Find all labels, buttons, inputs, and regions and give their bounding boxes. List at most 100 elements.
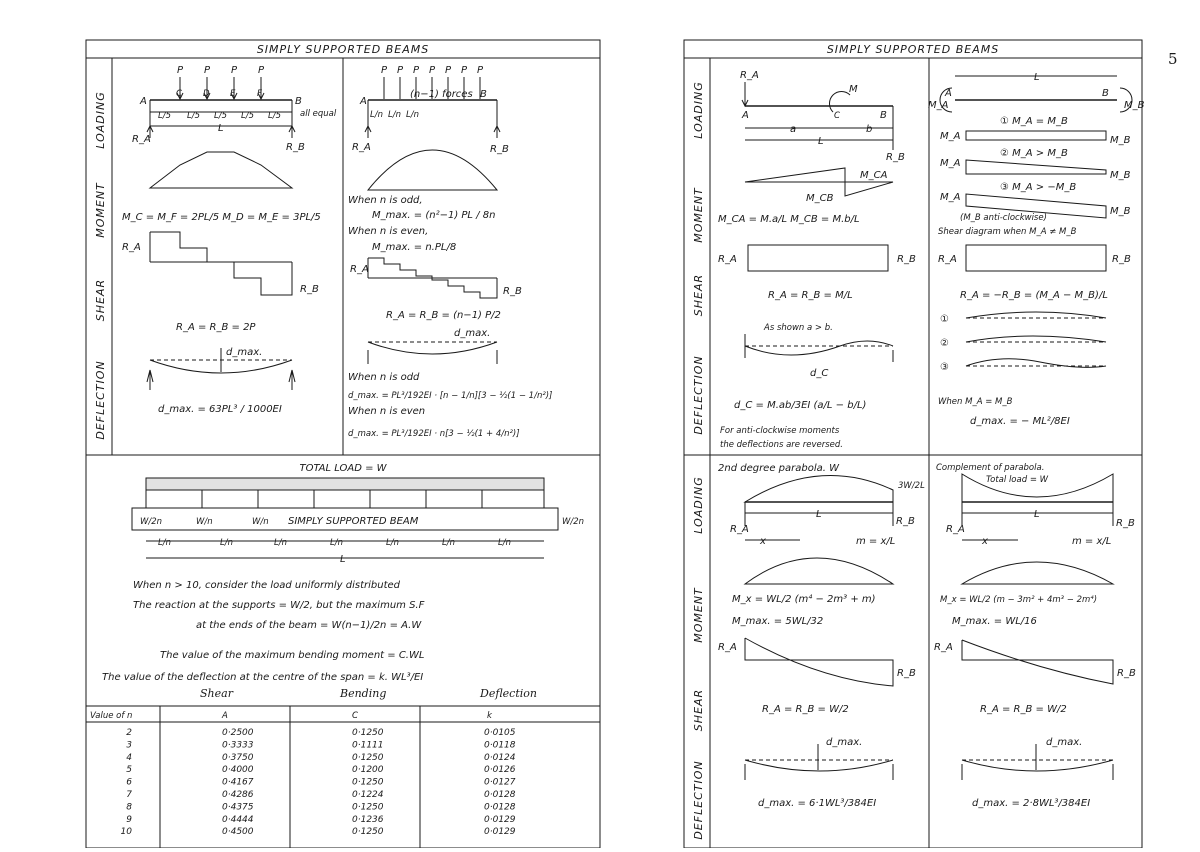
q4-shear-diagram — [961, 639, 1114, 685]
load-label-p3: P — [231, 65, 238, 76]
shear-ra-a: R_A — [122, 242, 141, 253]
load-b-1: P — [381, 65, 388, 76]
deflection-curve-a — [149, 359, 293, 374]
load-b-6: P — [461, 65, 468, 76]
load-b-2: P — [397, 65, 404, 76]
q1-as-shown: As shown a > b. — [763, 323, 833, 333]
reaction-ra-b: R_A — [352, 142, 371, 153]
table-cell: 0·1236 — [352, 815, 384, 825]
odd-label: When n is odd, — [348, 195, 423, 206]
shear-diagram-a — [150, 231, 293, 296]
q1-reactions: R_A = R_B = M/L — [768, 290, 853, 301]
spacing-1: L/5 — [158, 111, 171, 121]
left-row-label-loading: LOADING — [94, 91, 107, 148]
left-row-label-deflection: DEFLECTION — [94, 360, 107, 439]
load-b-7: P — [477, 65, 484, 76]
moment-diagram-b — [366, 149, 499, 191]
moment-eq-a: M_C = M_F = 2PL/5 M_D = M_E = 3PL/5 — [122, 212, 321, 223]
q1-note-2: the deflections are reversed. — [720, 440, 843, 450]
spacing-u-3: L/n — [274, 538, 287, 548]
q3-ra: R_A — [730, 524, 749, 535]
q2-moment-case-3 — [965, 193, 1107, 219]
q2-mb-2: M_B — [1110, 170, 1131, 181]
dmax-label-a: d_max. — [226, 347, 262, 358]
q4-x: x — [981, 536, 988, 547]
table-cell: 0·4444 — [222, 815, 254, 825]
load-b-4: P — [429, 65, 436, 76]
q2-ma-1: M_A — [940, 131, 961, 142]
q1-span: L — [818, 136, 824, 147]
reactions-a: R_A = R_B = 2P — [176, 322, 256, 333]
q2-shear-ra: R_A — [938, 254, 957, 265]
table-cell: 0·1250 — [352, 778, 384, 788]
spacing-u-5: L/n — [386, 538, 399, 548]
q2-shear-note: Shear diagram when M_A ≠ M_B — [938, 227, 1077, 237]
point-e: E — [230, 89, 236, 99]
q2-ma-3: M_A — [940, 192, 961, 203]
q3-shear-ra: R_A — [718, 642, 737, 653]
uniform-load-section: TOTAL LOAD = W W/2n W/n W/n SIMPLY SUPPO… — [102, 463, 584, 683]
q4-shear-ra: R_A — [934, 642, 953, 653]
table-cell: 0·1250 — [352, 802, 384, 812]
q3-shear-diagram — [744, 637, 894, 687]
shear-rb-a: R_B — [300, 284, 319, 295]
q1-moment-eq: M_CA = M.a/L M_CB = M.b/L — [718, 214, 860, 225]
table-cell: 5 — [126, 765, 132, 775]
q2-shear-diagram — [965, 244, 1107, 272]
right-label-deflection-1: DEFLECTION — [692, 355, 705, 434]
q1-mca: M_CA — [860, 170, 888, 181]
right-label-loading-2: LOADING — [692, 476, 705, 533]
distributed-load-block — [145, 477, 545, 491]
defl-odd-eq: d_max. = PL³/192EI · [n − 1/n][3 − ½(1 −… — [348, 391, 552, 401]
q4-label-1: Complement of parabola. — [936, 463, 1044, 473]
moment-diagram-a — [148, 151, 294, 189]
table-header-a: A — [221, 711, 228, 721]
right-label-shear-1: SHEAR — [692, 274, 705, 316]
q2-mb-1: M_B — [1110, 135, 1131, 146]
table-header-n: Value of n — [90, 711, 132, 721]
table-cell: 0·1224 — [352, 790, 384, 800]
table-cell: 0·4375 — [222, 802, 254, 812]
q4-label-2: Total load = W — [986, 475, 1049, 485]
load-b-5: P — [445, 65, 452, 76]
table-cell: 0·4000 — [222, 765, 254, 775]
point-d: D — [203, 89, 210, 99]
q1-a: A — [741, 110, 749, 121]
spacing-b-3: L/n — [406, 110, 419, 120]
table-cell: 0·1250 — [352, 728, 384, 738]
q3-moment-diagram — [743, 557, 895, 585]
table-cell: 0·0105 — [484, 728, 516, 738]
forces-label: (n−1) forces — [410, 89, 473, 100]
point-a: A — [139, 96, 147, 107]
odd-eq: M_max. = (n²−1) PL / 8n — [372, 210, 495, 221]
hand-note-shear: Shear — [200, 687, 234, 700]
right-label-loading-1: LOADING — [692, 81, 705, 138]
table-cell: 10 — [121, 827, 133, 837]
spacing-u-1: L/n — [158, 538, 171, 548]
q4-mx-eq: M_x = WL/2 (m − 3m² + 4m³ − 2m⁴) — [940, 595, 1097, 605]
spacing-b-2: L/n — [388, 110, 401, 120]
defl-even-label: When n is even — [348, 406, 425, 417]
q3-deflection-curve — [744, 759, 894, 772]
right-q4: Complement of parabola. Total load = W R… — [934, 463, 1136, 809]
shear-rb-b: R_B — [503, 286, 522, 297]
table-cell: 0·0129 — [484, 827, 516, 837]
q2-dmax-eq: d_max. = − ML²/8EI — [970, 416, 1070, 427]
q2-reactions: R_A = −R_B = (M_A − M_B)/L — [960, 290, 1108, 301]
q1-ra: R_A — [740, 70, 759, 81]
left-title: SIMPLY SUPPORTED BEAMS — [257, 43, 429, 56]
spacing-u-6: L/n — [442, 538, 455, 548]
q3-shear-rb: R_B — [897, 668, 916, 679]
table-cell: 2 — [126, 728, 132, 738]
q4-mmax-eq: M_max. = WL/16 — [952, 616, 1037, 627]
right-title: SIMPLY SUPPORTED BEAMS — [827, 43, 999, 56]
q1-rb: R_B — [886, 152, 905, 163]
point-a-b: A — [359, 96, 367, 107]
even-eq: M_max. = n.PL/8 — [372, 242, 456, 253]
point-b: B — [295, 96, 302, 107]
uniform-note-2: The reaction at the supports = W/2, but … — [133, 600, 425, 611]
q2-case-2: ② M_A > M_B — [1000, 148, 1068, 159]
table-cell: 0·1250 — [352, 827, 384, 837]
q2-b: B — [1102, 88, 1109, 99]
